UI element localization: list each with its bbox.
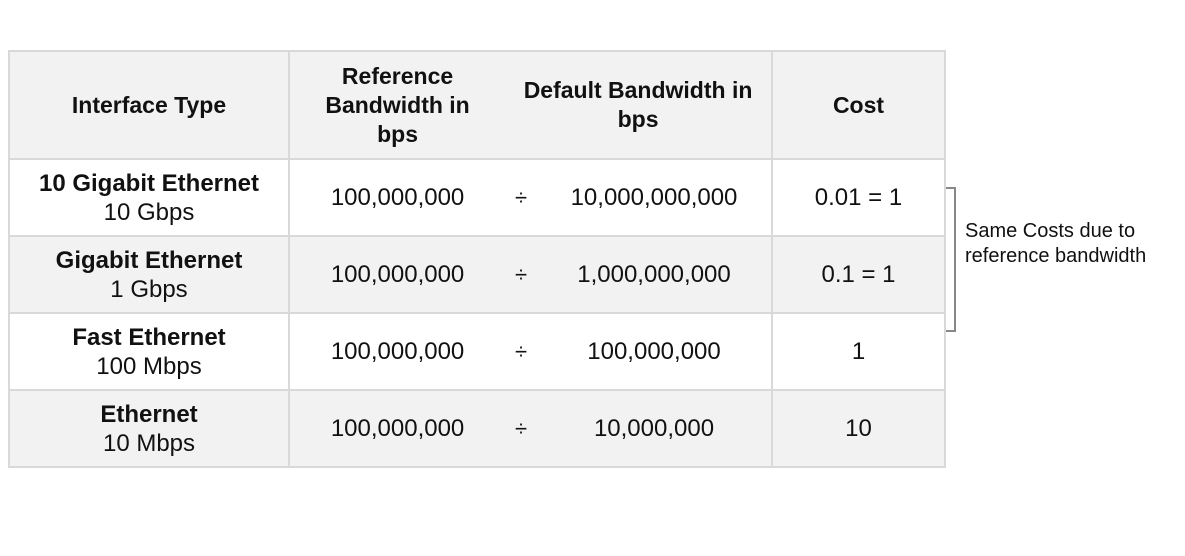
- table-row: Gigabit Ethernet 1 Gbps 100,000,000 ÷ 1,…: [10, 235, 944, 312]
- reference-bandwidth-value: 100,000,000: [330, 183, 465, 211]
- interface-speed: 1 Gbps: [110, 275, 188, 303]
- interface-speed: 100 Mbps: [96, 352, 202, 380]
- reference-bandwidth-value: 100,000,000: [330, 337, 465, 365]
- bandwidth-cell: 100,000,000 ÷ 1,000,000,000: [290, 237, 773, 312]
- reference-bandwidth-value: 100,000,000: [330, 414, 465, 442]
- table-row: Fast Ethernet 100 Mbps 100,000,000 ÷ 100…: [10, 312, 944, 389]
- interface-name: Gigabit Ethernet: [55, 246, 243, 274]
- header-default-bandwidth: Default Bandwidth in bps: [505, 76, 771, 134]
- table-header-row: Interface Type Reference Bandwidth in bp…: [10, 52, 944, 158]
- cost-value: 10: [845, 414, 872, 442]
- header-reference-bandwidth-label: Reference Bandwidth in bps: [325, 62, 470, 147]
- default-bandwidth-value: 1,000,000,000: [577, 260, 731, 288]
- default-bandwidth-value: 100,000,000: [587, 337, 721, 365]
- division-operator: ÷: [515, 415, 528, 441]
- same-cost-annotation: Same Costs due to reference bandwidth: [965, 220, 1147, 267]
- interface-name: 10 Gigabit Ethernet: [38, 169, 260, 197]
- header-interface-type-label: Interface Type: [71, 91, 227, 118]
- interface-speed: 10 Mbps: [102, 429, 196, 457]
- cost-value: 0.01 = 1: [814, 183, 903, 211]
- header-default-bandwidth-label: Default Bandwidth in bps: [523, 77, 753, 132]
- interface-name: Ethernet: [100, 400, 198, 428]
- cost-cell: 0.01 = 1: [773, 160, 944, 235]
- header-reference-bandwidth: Reference Bandwidth in bps: [290, 62, 505, 149]
- interface-type-cell: Fast Ethernet 100 Mbps: [10, 314, 290, 389]
- interface-type-cell: Gigabit Ethernet 1 Gbps: [10, 237, 290, 312]
- cost-table: Interface Type Reference Bandwidth in bp…: [8, 50, 946, 468]
- cost-value: 0.1 = 1: [821, 260, 896, 288]
- interface-type-cell: 10 Gigabit Ethernet 10 Gbps: [10, 160, 290, 235]
- division-operator: ÷: [515, 338, 528, 364]
- table-row: 10 Gigabit Ethernet 10 Gbps 100,000,000 …: [10, 158, 944, 235]
- header-interface-type: Interface Type: [10, 52, 290, 158]
- header-cost-label: Cost: [832, 91, 885, 118]
- same-cost-bracket: [946, 187, 956, 332]
- interface-type-cell: Ethernet 10 Mbps: [10, 391, 290, 466]
- table-row: Ethernet 10 Mbps 100,000,000 ÷ 10,000,00…: [10, 389, 944, 466]
- interface-speed: 10 Gbps: [103, 198, 195, 226]
- cost-cell: 0.1 = 1: [773, 237, 944, 312]
- cost-cell: 10: [773, 391, 944, 466]
- header-bandwidth-group: Reference Bandwidth in bps Default Bandw…: [290, 52, 773, 158]
- cost-value: 1: [851, 337, 866, 365]
- interface-name: Fast Ethernet: [72, 323, 226, 351]
- cost-cell: 1: [773, 314, 944, 389]
- bandwidth-cell: 100,000,000 ÷ 10,000,000: [290, 391, 773, 466]
- bandwidth-cell: 100,000,000 ÷ 10,000,000,000: [290, 160, 773, 235]
- division-operator: ÷: [515, 184, 528, 210]
- default-bandwidth-value: 10,000,000: [593, 414, 715, 442]
- default-bandwidth-value: 10,000,000,000: [570, 183, 738, 211]
- bandwidth-cell: 100,000,000 ÷ 100,000,000: [290, 314, 773, 389]
- header-cost: Cost: [773, 52, 944, 158]
- division-operator: ÷: [515, 261, 528, 287]
- reference-bandwidth-value: 100,000,000: [330, 260, 465, 288]
